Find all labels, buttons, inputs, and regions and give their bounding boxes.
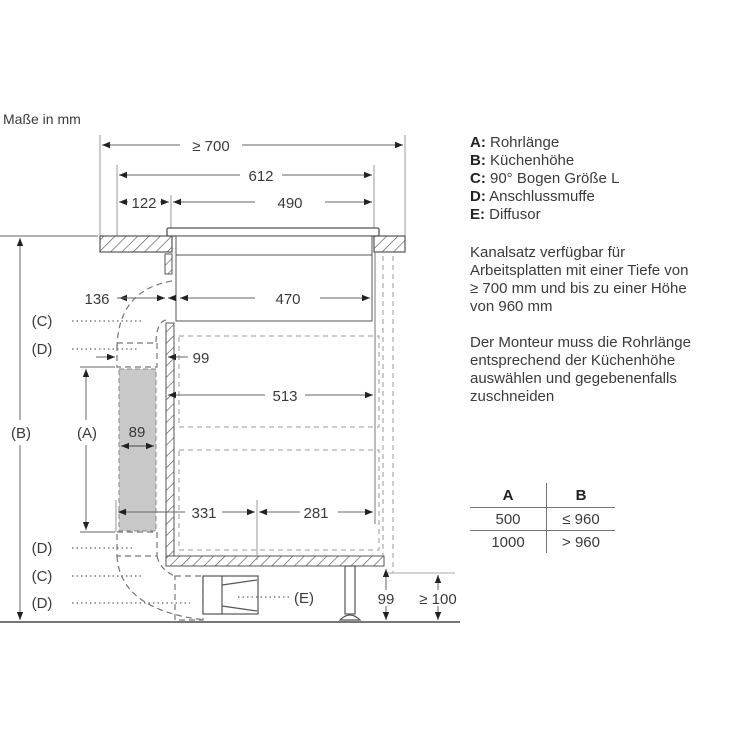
table-header-b: B xyxy=(575,486,587,504)
cabinet-bottom xyxy=(165,555,385,567)
units-label: Maße in mm xyxy=(3,111,81,127)
callout-a: (A) xyxy=(77,425,97,442)
dim-cutout-outer: 612 xyxy=(248,168,273,185)
callout-c-top: (C) xyxy=(32,313,53,330)
dim-cutout-depth: 490 xyxy=(277,195,302,212)
callout-d-mid: (D) xyxy=(32,540,53,557)
callout-c-bottom: (C) xyxy=(32,568,53,585)
legend-item-d: D: Anschlussmuffe xyxy=(470,188,595,205)
length-table: A B 500 ≤ 960 1000 > 960 xyxy=(470,483,615,553)
dim-worktop-depth: ≥ 700 xyxy=(192,138,229,155)
extension-lines xyxy=(99,135,406,236)
cooktop-glass xyxy=(166,227,380,237)
dim-duct-offset: 136 xyxy=(84,291,109,308)
dim-duct-width: 89 xyxy=(129,424,146,441)
cabinet-front-wall xyxy=(165,322,175,557)
callout-e: (E) xyxy=(294,590,314,607)
cooktop-body xyxy=(175,235,373,256)
duct-pipe xyxy=(118,368,157,532)
worktop xyxy=(99,235,406,253)
leader-lines xyxy=(72,320,290,604)
legend-item-a: A: Rohrlänge xyxy=(470,134,560,151)
cabinet-leg xyxy=(338,565,362,621)
dim-front-to-diffuser: 331 xyxy=(191,505,216,522)
callout-d-bottom: (D) xyxy=(32,595,53,612)
note-duct-kit: Kanalsatz verfügbar für Arbeitsplatten m… xyxy=(470,244,689,315)
dim-cabinet-depth: 513 xyxy=(272,388,297,405)
table-row: 1000 > 960 xyxy=(470,530,615,553)
dim-gap: 99 xyxy=(193,350,210,367)
dim-unit-depth: 470 xyxy=(275,291,300,308)
legend-item-c: C: 90° Bogen Größe L xyxy=(470,170,620,187)
dim-diffuser-to-back: 281 xyxy=(303,505,328,522)
callout-d-top: (D) xyxy=(32,341,53,358)
legend: A: Rohrlänge B: Küchenhöhe C: 90° Bogen … xyxy=(470,134,619,224)
callout-b: (B) xyxy=(11,425,31,442)
drawers xyxy=(178,256,394,573)
diffuser xyxy=(202,575,259,615)
note-installer: Der Monteur muss die Rohrlänge entsprech… xyxy=(470,334,691,405)
legend-item-b: B: Küchenhöhe xyxy=(470,152,575,169)
dim-plinth-min: ≥ 100 xyxy=(419,591,456,608)
table-header-a: A xyxy=(470,483,547,508)
table-row: 500 ≤ 960 xyxy=(470,507,615,531)
legend-item-e: E: Diffusor xyxy=(470,206,541,223)
dim-plinth-height: 99 xyxy=(378,591,395,608)
dim-front-offset: 122 xyxy=(131,195,156,212)
cooktop-unit xyxy=(175,254,373,322)
